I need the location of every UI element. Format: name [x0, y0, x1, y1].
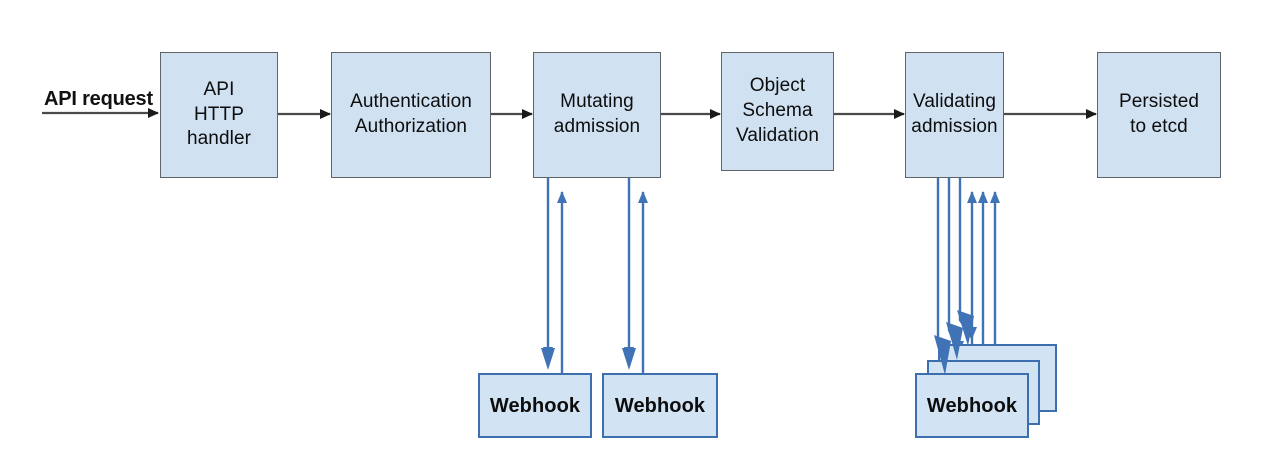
- webhook-box-mutating-2[interactable]: Webhook: [602, 373, 718, 438]
- node-object-schema-validation[interactable]: Object Schema Validation: [721, 52, 834, 171]
- webhook-box-mutating-1[interactable]: Webhook: [478, 373, 592, 438]
- entry-label-api-request: API request: [44, 88, 153, 110]
- arrowhead-down-webhook2: [622, 348, 636, 370]
- node-authentication-authorization[interactable]: Authentication Authorization: [331, 52, 491, 178]
- arrowhead-down-webhook1: [541, 348, 555, 370]
- node-persisted-to-etcd[interactable]: Persisted to etcd: [1097, 52, 1221, 178]
- node-mutating-admission[interactable]: Mutating admission: [533, 52, 661, 178]
- node-validating-admission[interactable]: Validating admission: [905, 52, 1004, 178]
- node-api-http-handler[interactable]: API HTTP handler: [160, 52, 278, 178]
- webhook-box-validating-1[interactable]: Webhook: [915, 373, 1029, 438]
- arrowhead-down-validating-1: [934, 335, 951, 375]
